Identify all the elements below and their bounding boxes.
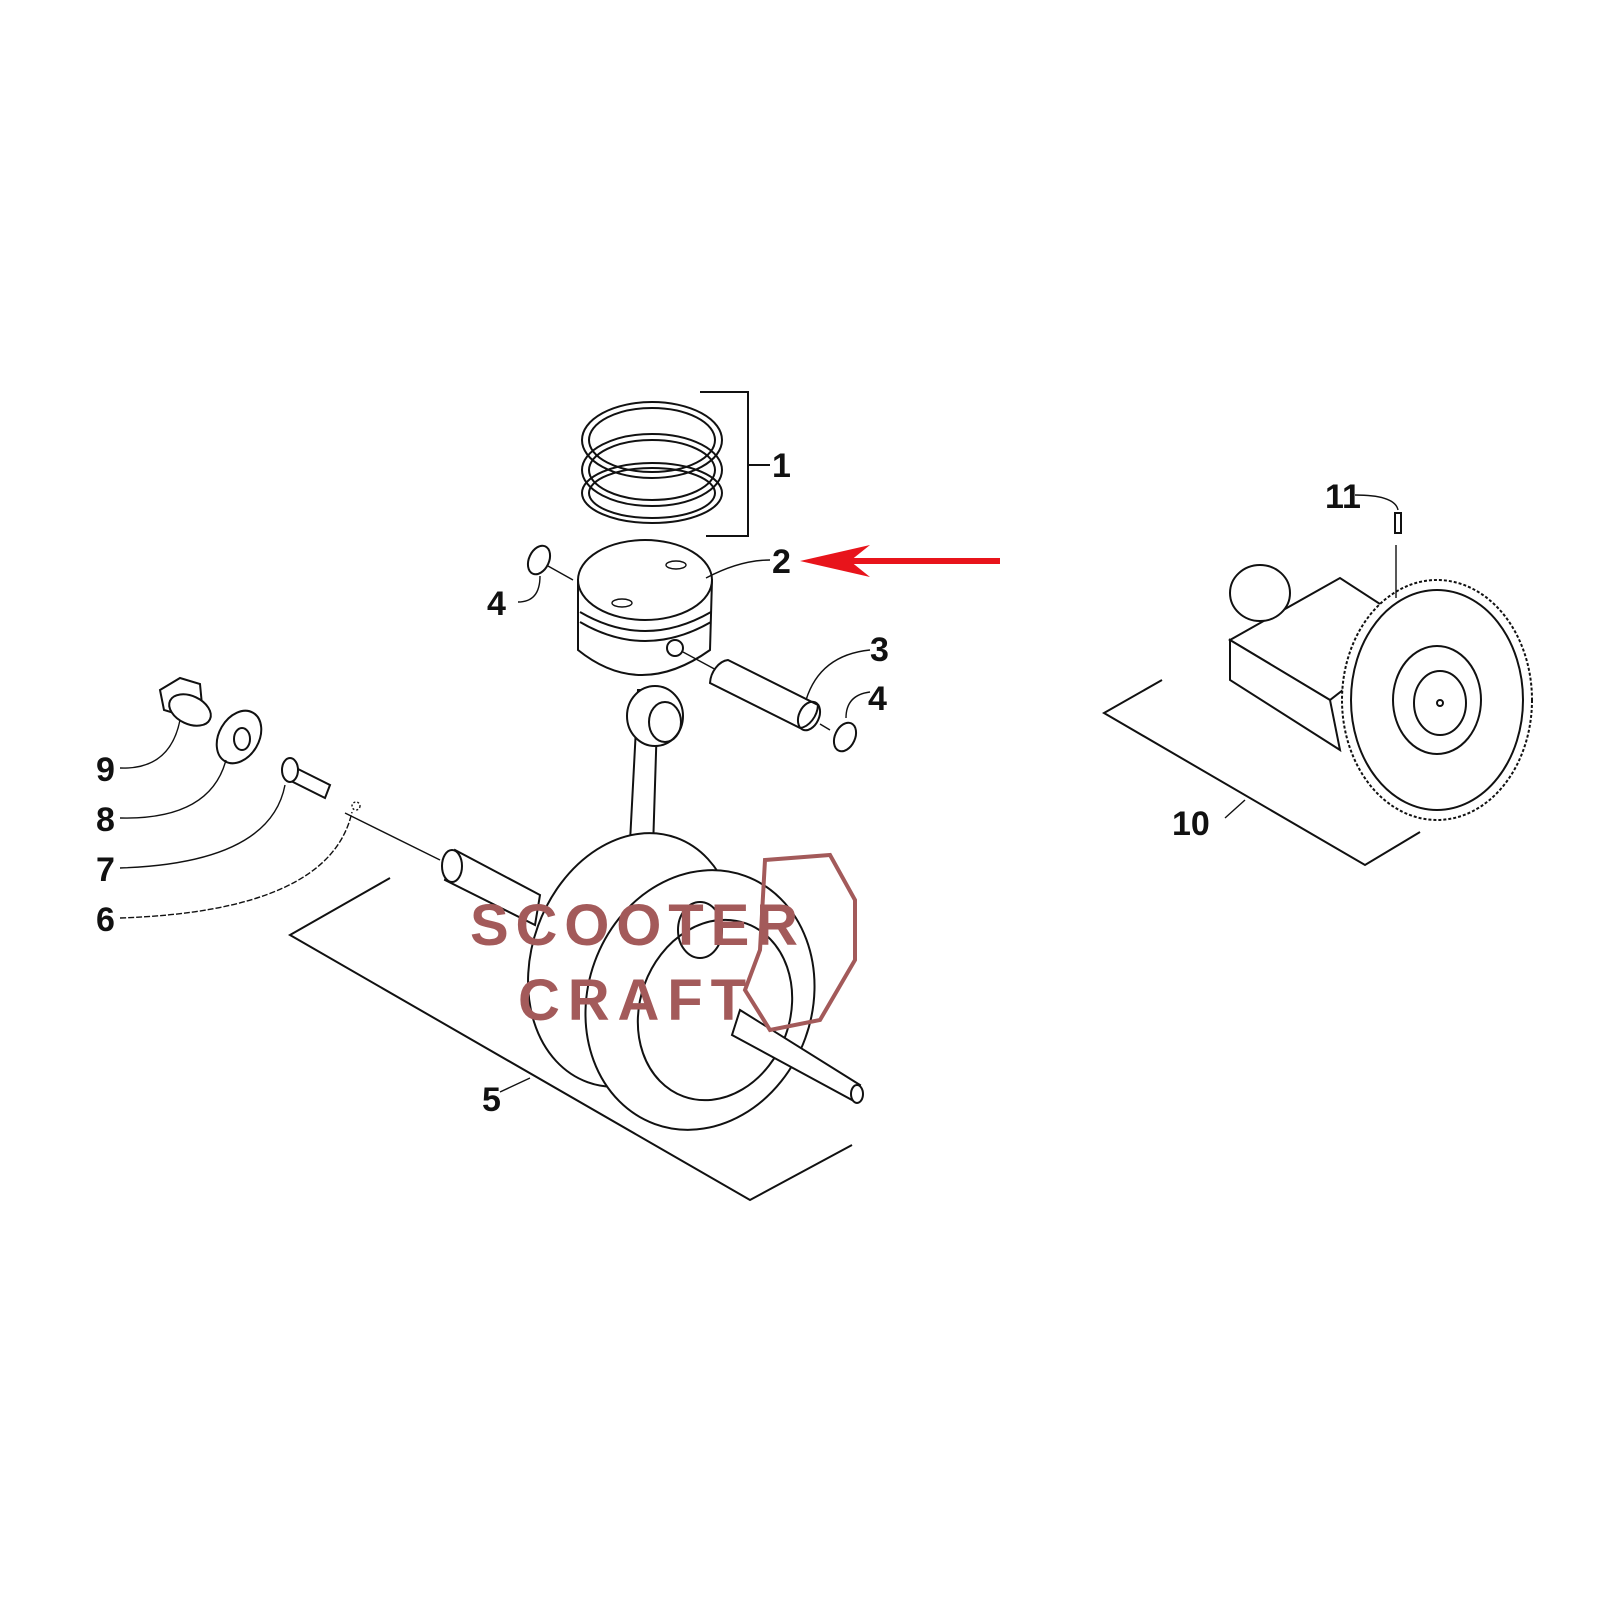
pin-small	[351, 801, 361, 811]
callout-3: 3	[870, 631, 889, 669]
callout-4-right: 4	[868, 680, 887, 718]
washer	[215, 709, 263, 765]
callout-10: 10	[1172, 805, 1210, 843]
highlight-arrow	[800, 545, 1000, 577]
flange-nut	[158, 676, 212, 727]
svg-text:CRAFT: CRAFT	[518, 968, 748, 1033]
dowel-pin	[1394, 512, 1402, 534]
crankshaft-assembly-bracket	[287, 877, 853, 1202]
crankshaft	[344, 685, 864, 1131]
callout-11: 11	[1325, 478, 1361, 516]
callout-4-left: 4	[487, 585, 506, 623]
callout-8: 8	[96, 801, 115, 839]
key	[281, 757, 332, 800]
callout-2: 2	[772, 543, 791, 581]
callout-7: 7	[96, 851, 115, 889]
callout-9: 9	[96, 751, 115, 789]
callout-6: 6	[96, 901, 115, 939]
piston	[577, 539, 771, 676]
balancer-assembly-bracket	[1101, 679, 1421, 867]
piston-rings	[581, 391, 770, 537]
circlip-left	[526, 544, 552, 576]
svg-text:SCOOTER: SCOOTER	[470, 893, 800, 958]
balancer-shaft	[1228, 564, 1533, 821]
circlip-right	[832, 721, 858, 753]
callout-5: 5	[482, 1081, 501, 1119]
callout-1: 1	[772, 447, 791, 485]
wrist-pin	[682, 649, 871, 732]
